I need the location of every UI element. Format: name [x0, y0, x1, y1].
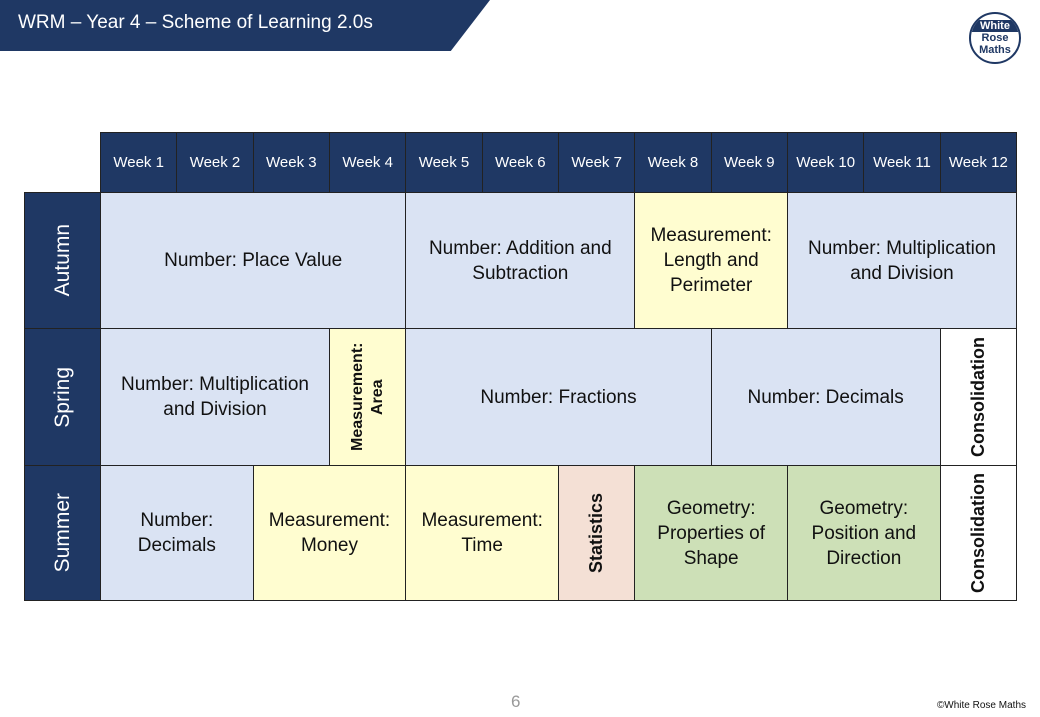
title-banner: WRM – Year 4 – Scheme of Learning 2.0s [0, 0, 490, 51]
term-label: Summer [24, 465, 101, 601]
topic-label: Consolidation [967, 337, 988, 457]
topic-block: Number: Addition and Subtraction [405, 192, 636, 329]
topic-label: Number: Fractions [480, 386, 637, 408]
topic-block: Number: Multiplication and Division [100, 328, 330, 466]
week-header: Week 10 [787, 132, 865, 193]
week-header: Week 6 [481, 132, 559, 193]
topic-block: Measurement: Length and Perimeter [634, 192, 788, 329]
topic-block: Number: Decimals [100, 465, 254, 601]
term-label: Autumn [24, 192, 101, 329]
term-name: Spring [51, 366, 74, 428]
week-header: Week 1 [100, 132, 178, 193]
topic-label: Measurement: Area [348, 342, 386, 452]
topic-label: Consolidation [967, 473, 988, 593]
topic-block: Number: Fractions [405, 328, 712, 466]
topic-label: Number: Decimals [137, 510, 216, 556]
week-header: Week 3 [252, 132, 330, 193]
topic-block: Consolidation [939, 465, 1017, 601]
topic-label: Geometry: Position and Direction [811, 497, 917, 569]
week-header: Week 9 [710, 132, 788, 193]
term-name: Summer [51, 493, 74, 573]
topic-block: Consolidation [939, 328, 1017, 466]
topic-block: Number: Decimals [710, 328, 941, 466]
topic-label: Number: Multiplication and Division [808, 237, 996, 284]
topic-label: Measurement: Money [268, 510, 391, 556]
logo-text: White [971, 20, 1019, 32]
page-number: 6 [511, 692, 521, 711]
topic-label: Geometry: Properties of Shape [657, 497, 766, 569]
topic-block: Geometry: Position and Direction [787, 465, 941, 601]
table-corner [25, 133, 101, 193]
topic-label: Number: Place Value [164, 250, 343, 271]
topic-block: Number: Place Value [100, 192, 407, 329]
topic-block: Geometry: Properties of Shape [634, 465, 788, 601]
week-header: Week 7 [558, 132, 636, 193]
topic-block: Measurement: Money [252, 465, 407, 601]
page-title: WRM – Year 4 – Scheme of Learning 2.0s [18, 12, 373, 33]
copyright: ©White Rose Maths [936, 700, 1026, 711]
topic-label: Statistics [586, 492, 607, 574]
week-header: Week 2 [176, 132, 254, 193]
topic-label: Number: Decimals [747, 386, 904, 408]
topic-label: Measurement: Length and Perimeter [650, 225, 772, 296]
term-label: Spring [24, 328, 101, 466]
week-header: Week 11 [863, 132, 941, 193]
logo-text: Rose [981, 32, 1009, 44]
white-rose-maths-logo: White Rose Maths [969, 12, 1021, 64]
topic-label: Measurement: Time [421, 510, 543, 556]
week-header: Week 5 [405, 132, 483, 193]
topic-block: Measurement: Area [329, 328, 407, 466]
topic-label: Number: Multiplication and Division [121, 374, 309, 420]
term-name: Autumn [51, 224, 74, 297]
week-header: Week 8 [634, 132, 712, 193]
week-header: Week 12 [939, 132, 1017, 193]
logo-text: Maths [979, 44, 1011, 56]
topic-block: Number: Multiplication and Division [787, 192, 1017, 329]
topic-block: Statistics [558, 465, 636, 601]
topic-block: Measurement: Time [405, 465, 559, 601]
topic-label: Number: Addition and Subtraction [428, 237, 612, 284]
week-header: Week 4 [329, 132, 407, 193]
